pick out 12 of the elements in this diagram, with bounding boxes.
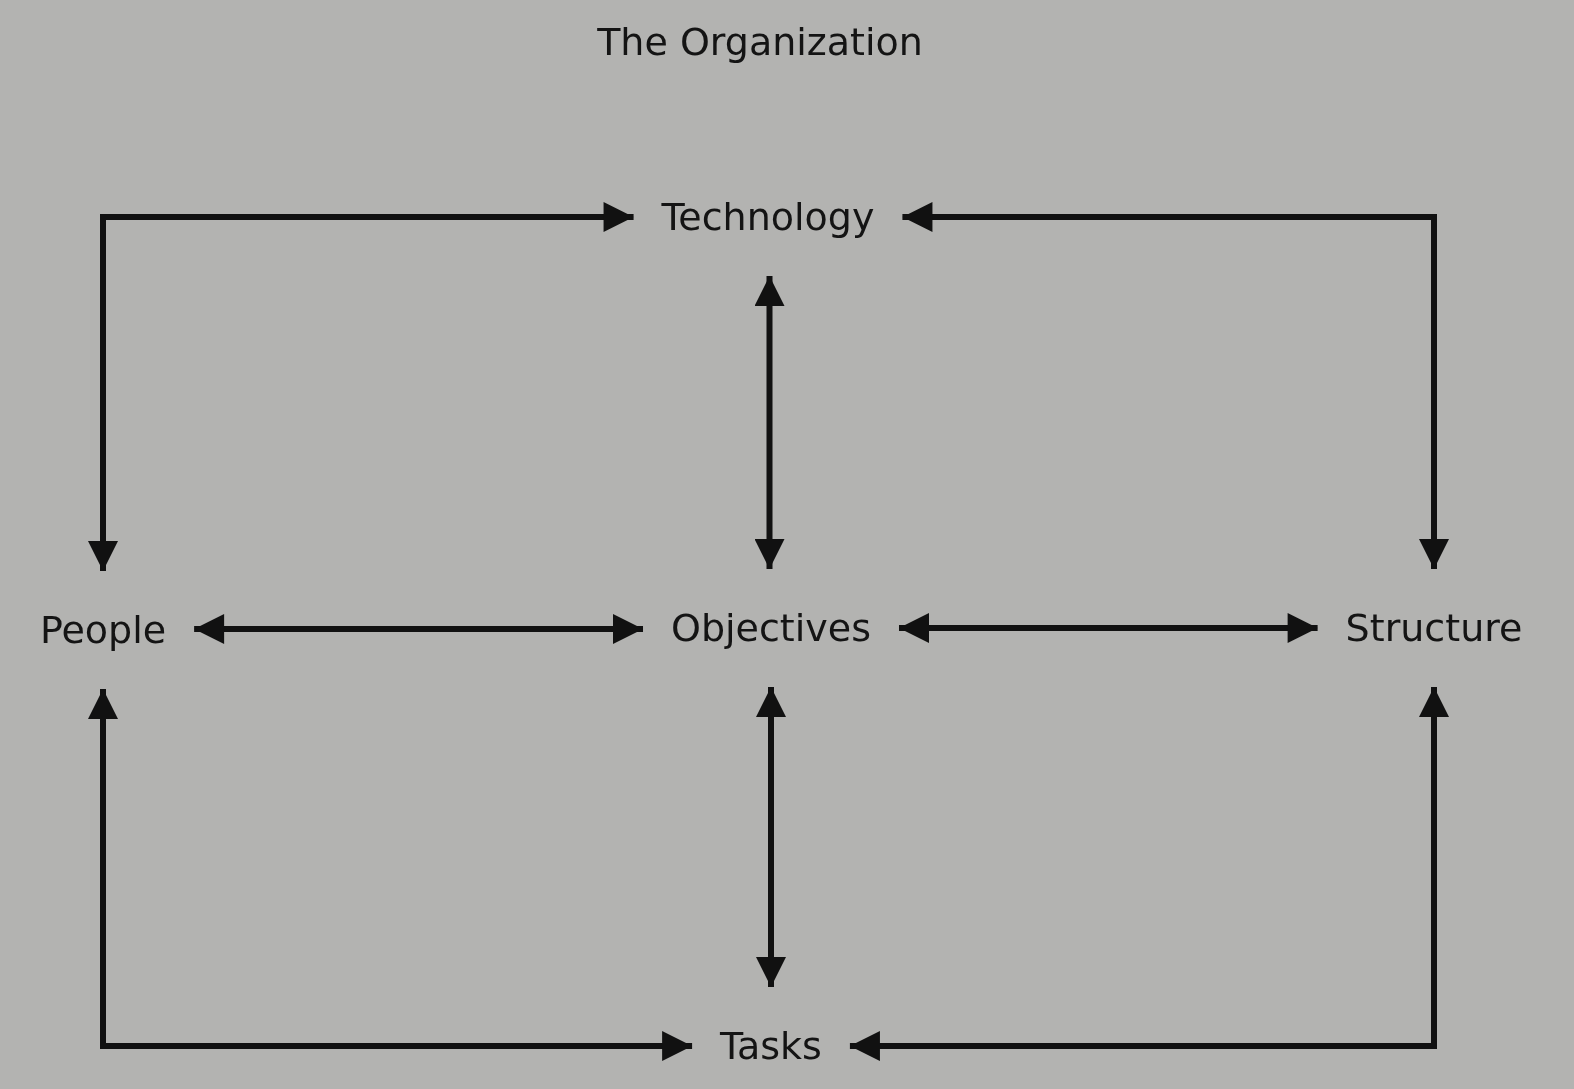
node-label: Structure xyxy=(1317,569,1551,687)
node-label: Tasks xyxy=(692,987,850,1089)
node-label: Objectives xyxy=(643,569,899,687)
node-label: People xyxy=(11,571,195,689)
double-arrow xyxy=(849,687,1449,1061)
double-arrow xyxy=(754,276,785,569)
double-arrow xyxy=(88,689,693,1061)
double-arrow xyxy=(88,202,634,571)
double-arrow xyxy=(756,687,786,987)
diagram-title: The Organization xyxy=(597,18,923,66)
double-arrow xyxy=(902,202,1449,569)
node-label: Technology xyxy=(633,158,903,276)
